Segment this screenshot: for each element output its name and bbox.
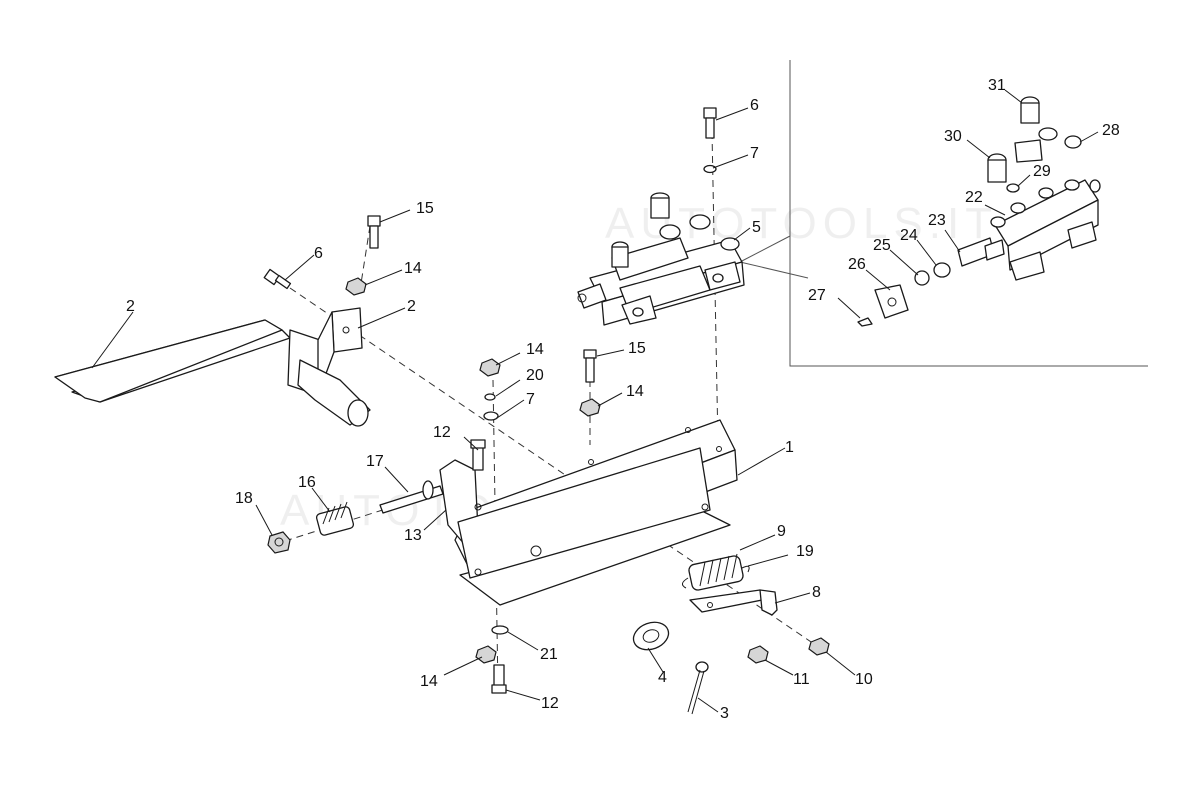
valve-block	[577, 107, 745, 326]
callout-16: 16	[298, 474, 316, 491]
split-pin-3	[687, 661, 709, 715]
lever-bracket-8	[689, 589, 778, 616]
callout-23: 23	[928, 212, 946, 229]
callout-4: 4	[658, 669, 667, 686]
callout-13: 13	[404, 527, 422, 544]
tension-spring	[682, 553, 750, 591]
callout-14-stack: 14	[526, 341, 544, 358]
callout-2-bracket: 2	[407, 298, 416, 315]
bolt-15-left	[345, 215, 381, 296]
callout-leaders	[91, 89, 1099, 713]
callout-9: 9	[777, 523, 786, 540]
screw-6-left	[263, 268, 292, 290]
callout-11: 11	[793, 671, 810, 688]
callout-15-left: 15	[416, 200, 434, 217]
washer-4	[632, 621, 670, 651]
callout-15-mid: 15	[628, 340, 646, 357]
callout-20: 20	[526, 367, 544, 384]
callout-29: 29	[1033, 163, 1051, 180]
detail-inset-frame	[739, 60, 1148, 367]
pivot-pin	[379, 480, 444, 514]
nut-18	[267, 531, 291, 554]
bolt-stack-middle	[579, 349, 601, 417]
callout-31: 31	[988, 77, 1006, 94]
callout-28: 28	[1102, 122, 1120, 139]
callout-10: 10	[855, 671, 873, 688]
callout-18: 18	[235, 490, 253, 507]
callout-3: 3	[720, 705, 729, 722]
callout-17: 17	[366, 453, 384, 470]
callout-14-bottom: 14	[420, 673, 438, 690]
callout-8: 8	[812, 584, 821, 601]
base-bracket	[439, 419, 738, 606]
callout-19: 19	[796, 543, 814, 560]
callout-7-mid: 7	[526, 391, 535, 408]
nut-10	[808, 637, 830, 656]
bolt-stack-left	[470, 358, 509, 694]
callout-5: 5	[752, 219, 761, 236]
callout-24: 24	[900, 227, 918, 244]
callout-25: 25	[873, 237, 891, 254]
callout-6-top: 6	[750, 97, 759, 114]
callout-14-mid: 14	[626, 383, 644, 400]
callout-27: 27	[808, 287, 826, 304]
callout-21: 21	[540, 646, 558, 663]
callout-12-top: 12	[433, 424, 451, 441]
callout-14-upper-left: 14	[404, 260, 422, 277]
callout-7-top: 7	[750, 145, 759, 162]
compression-spring	[315, 501, 355, 536]
callout-26: 26	[848, 256, 866, 273]
inset-valve-block	[857, 96, 1101, 327]
callout-2-pedal: 2	[126, 298, 135, 315]
callout-6-left: 6	[314, 245, 323, 262]
callout-1: 1	[785, 439, 794, 456]
callout-22: 22	[965, 189, 983, 206]
callout-12-bottom: 12	[541, 695, 559, 712]
callout-30: 30	[944, 128, 962, 145]
pedal-lever	[54, 307, 371, 427]
callout-labels: 1 2 2 3 4 5 6 6 7 7 8 9 10 11 12 12 13 1…	[126, 77, 1120, 722]
